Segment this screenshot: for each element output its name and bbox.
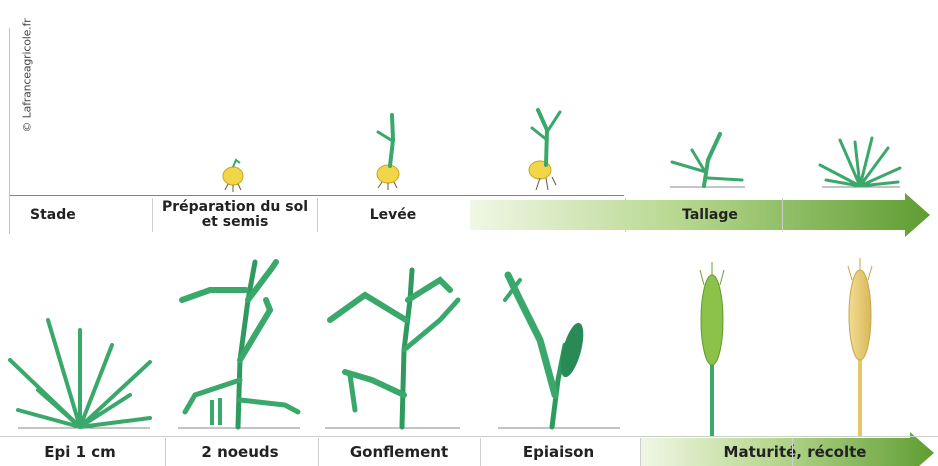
levee-sprout-icon xyxy=(377,115,399,190)
divider xyxy=(782,198,783,232)
seed-icon xyxy=(223,160,243,192)
label-noeuds: 2 noeuds xyxy=(166,438,314,466)
label-levee: Levée xyxy=(318,198,468,232)
watermark: © Lafranceagricole.fr xyxy=(17,20,37,130)
maturite-ripe-ear-icon xyxy=(848,258,872,436)
row-divider-line xyxy=(0,436,938,437)
maturite-green-ear-icon xyxy=(700,262,724,436)
divider xyxy=(152,198,153,232)
levee2-sprout-icon xyxy=(529,110,560,190)
label-tallage: Tallage xyxy=(560,198,860,232)
divider xyxy=(640,438,641,466)
epi-plant-icon xyxy=(10,320,150,428)
tallage2-plant-icon xyxy=(820,138,900,187)
gonflement-plant-icon xyxy=(325,270,460,428)
epiaison-plant-icon xyxy=(498,275,620,428)
label-preparation: Préparation du sol et semis xyxy=(155,198,315,232)
label-maturite: Maturité, récolte xyxy=(680,438,910,466)
tallage1-plant-icon xyxy=(670,134,745,187)
divider xyxy=(792,438,793,466)
noeuds-plant-icon xyxy=(178,262,300,428)
label-epiaison: Epiaison xyxy=(481,438,636,466)
label-gonflement: Gonflement xyxy=(319,438,479,466)
label-stade: Stade xyxy=(10,198,150,232)
label-epi: Epi 1 cm xyxy=(0,438,160,466)
ground-line xyxy=(10,195,624,196)
